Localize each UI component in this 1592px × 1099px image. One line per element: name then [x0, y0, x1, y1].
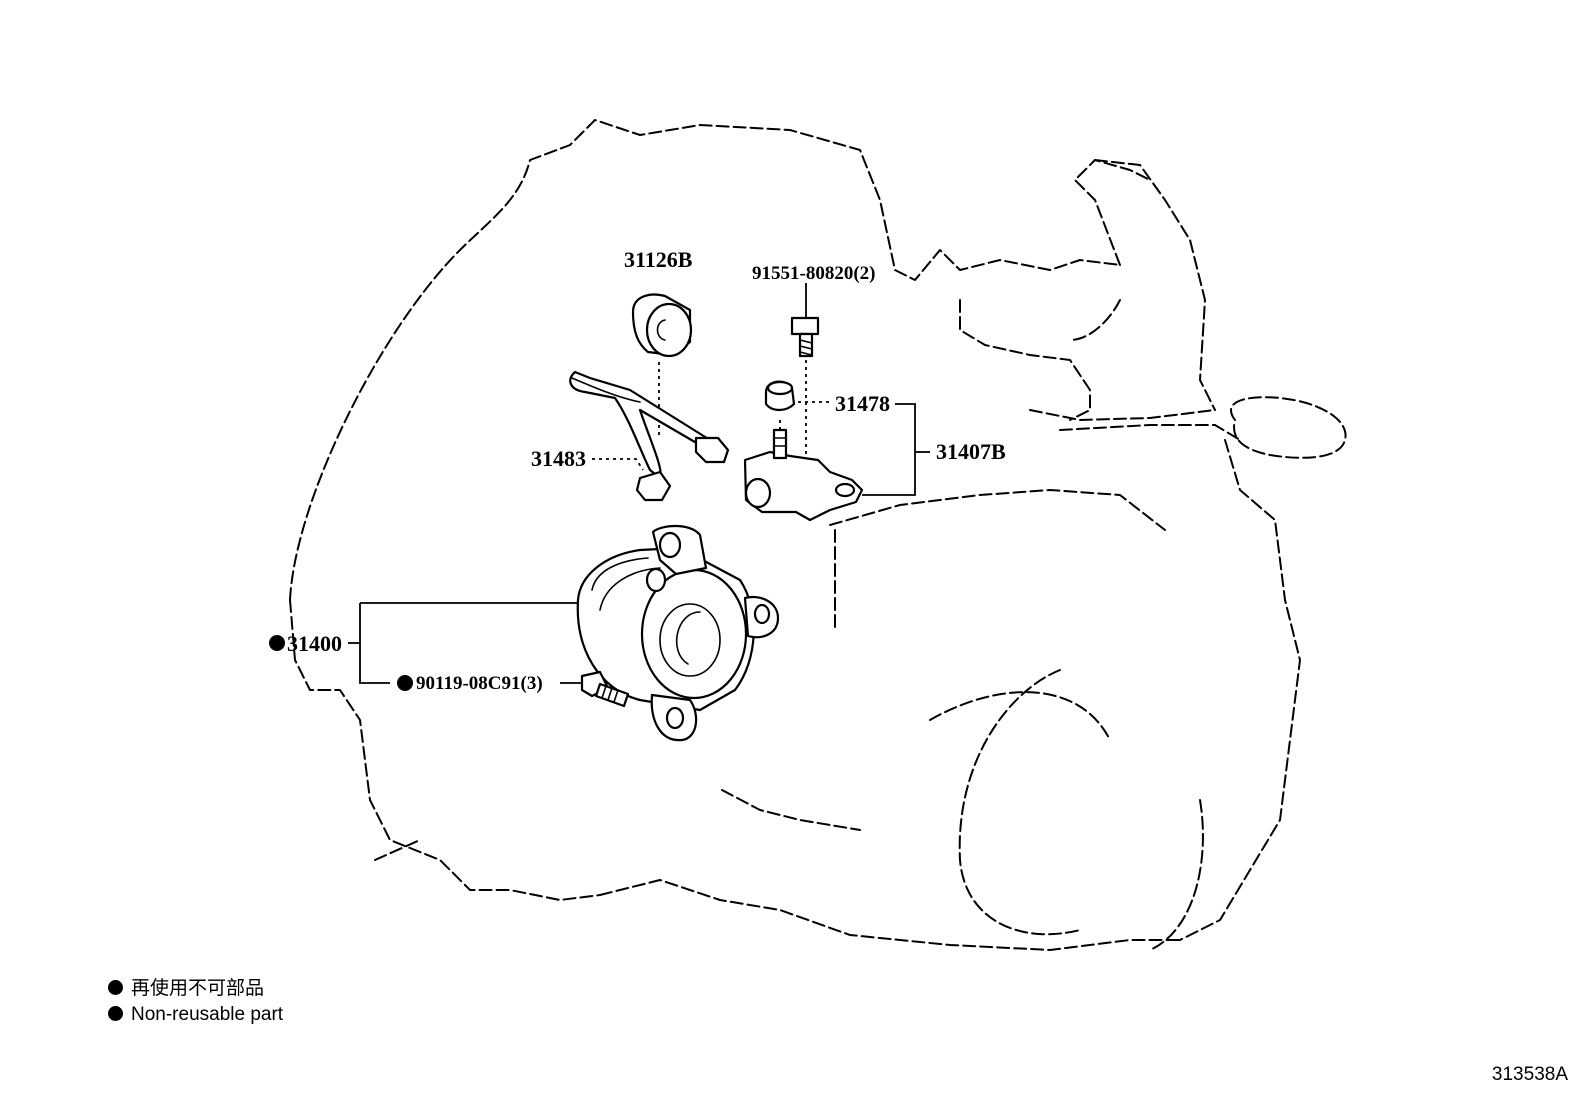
grommet-31126B [631, 293, 693, 358]
bolt-91551 [790, 316, 820, 358]
label-31407B: 31407B [936, 439, 1006, 464]
legend-bullet [108, 980, 123, 995]
label-31478: 31478 [835, 391, 890, 416]
label-91551-80820: 91551-80820(2) [752, 263, 875, 284]
legend-english: Non-reusable part [108, 1003, 283, 1027]
non-reusable-mark-31400 [269, 635, 285, 651]
transmission-outline [289, 119, 1347, 951]
non-reusable-mark-90119 [397, 675, 413, 691]
figure-code: 313538A [1491, 1064, 1568, 1085]
label-31400: 31400 [287, 631, 342, 656]
release-cylinder-31400 [576, 524, 780, 742]
legend-english-text: Non-reusable part [131, 1004, 284, 1025]
legend-japanese: 再使用不可部品 [108, 977, 264, 1001]
bracket-31407B [743, 428, 864, 522]
screw-90119 [580, 670, 630, 708]
tube-31483 [569, 370, 730, 502]
label-31483: 31483 [531, 446, 586, 471]
label-31126B: 31126B [624, 247, 693, 272]
leader-lines [348, 403, 930, 684]
legend-japanese-text: 再使用不可部品 [131, 978, 265, 999]
label-90119-08C91: 90119-08C91(3) [416, 673, 543, 694]
bleeder-cap-31478 [764, 380, 796, 412]
legend-bullet [108, 1006, 123, 1021]
